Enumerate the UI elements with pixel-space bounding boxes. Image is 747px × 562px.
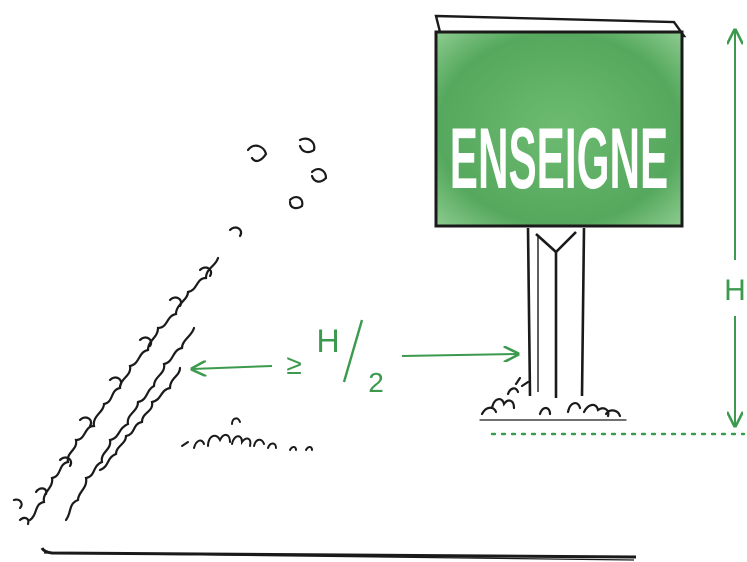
height-label: H <box>724 274 746 307</box>
distance-symbol: ≥ <box>286 349 301 380</box>
distance-denominator: 2 <box>368 367 384 398</box>
distance-arrow-left <box>192 366 272 369</box>
sign-label: ENSEIGNE <box>450 110 668 207</box>
distance-dimension: ≥ H 2 <box>192 320 518 398</box>
grass-tuft-post <box>480 378 626 420</box>
hedge-drawing <box>14 139 326 524</box>
fraction-slash <box>344 320 362 382</box>
distance-numerator: H <box>316 323 339 359</box>
grass-tuft-middle <box>182 418 312 450</box>
distance-arrow-right <box>402 354 518 356</box>
sign-post <box>528 228 584 398</box>
ground-line <box>42 548 636 560</box>
height-dimension: H <box>724 30 746 426</box>
signboard: ENSEIGNE <box>436 16 684 226</box>
